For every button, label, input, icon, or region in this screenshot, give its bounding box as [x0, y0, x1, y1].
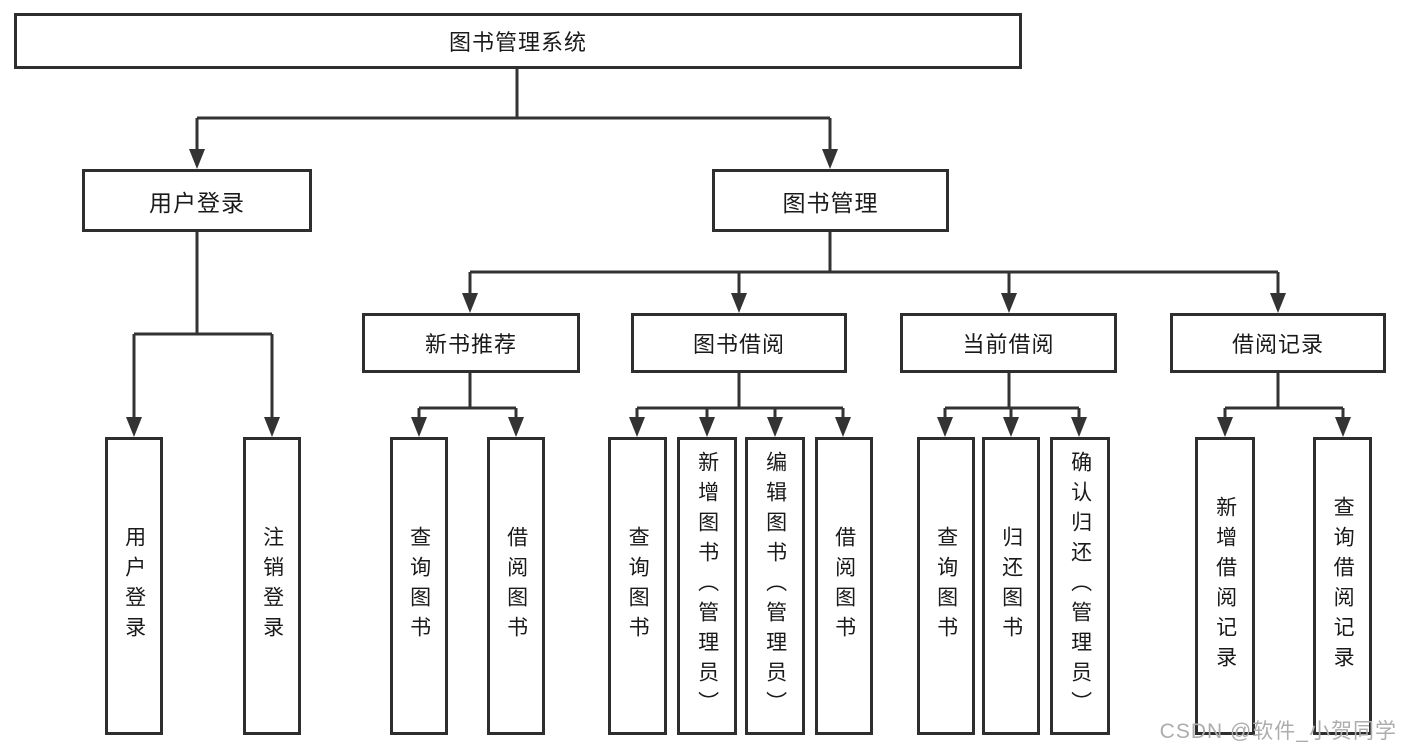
node-leaf-query-borrow-record: 查询借阅记录 — [1313, 437, 1372, 735]
node-label: 借阅图书 — [832, 526, 856, 646]
node-label: 借阅图书 — [504, 526, 528, 646]
node-root: 图书管理系统 — [14, 13, 1022, 69]
node-leaf-query-books-recommend: 查询图书 — [390, 437, 448, 735]
node-book-borrowing: 图书借阅 — [631, 313, 847, 373]
node-leaf-borrow-books-recommend: 借阅图书 — [487, 437, 545, 735]
node-current-borrowing: 当前借阅 — [900, 313, 1117, 373]
node-leaf-query-books-borrow: 查询图书 — [608, 437, 667, 735]
node-label: 用户登录 — [122, 526, 146, 646]
node-leaf-borrow-books: 借阅图书 — [815, 437, 873, 735]
node-label: 新书推荐 — [424, 332, 517, 357]
node-leaf-edit-books-admin: 编辑图书（管理员） — [745, 437, 805, 735]
node-label: 查询图书 — [934, 526, 958, 646]
node-leaf-return-books: 归还图书 — [982, 437, 1040, 735]
node-book-management: 图书管理 — [712, 169, 949, 232]
node-leaf-confirm-return-admin: 确认归还（管理员） — [1050, 437, 1110, 735]
node-leaf-user-login: 用户登录 — [105, 437, 163, 735]
node-label: 查询图书 — [626, 526, 650, 646]
node-user-login: 用户登录 — [82, 169, 312, 232]
node-label: 新增图书（管理员） — [695, 451, 719, 721]
node-leaf-query-books-current: 查询图书 — [917, 437, 975, 735]
node-borrowing-records: 借阅记录 — [1170, 313, 1386, 373]
node-label: 归还图书 — [999, 526, 1023, 646]
node-label: 图书管理 — [782, 189, 879, 216]
node-label: 图书借阅 — [692, 332, 785, 357]
arrowheads — [126, 149, 1351, 437]
node-leaf-add-borrow-record: 新增借阅记录 — [1195, 437, 1255, 735]
node-label: 确认归还（管理员） — [1068, 451, 1092, 721]
node-label: 图书管理系统 — [448, 30, 587, 55]
node-label: 新增借阅记录 — [1213, 496, 1237, 676]
node-label: 编辑图书（管理员） — [763, 451, 787, 721]
node-label: 查询借阅记录 — [1331, 496, 1355, 676]
node-new-book-recommend: 新书推荐 — [362, 313, 580, 373]
node-label: 当前借阅 — [962, 332, 1055, 357]
node-label: 注销登录 — [260, 526, 284, 646]
node-leaf-logout: 注销登录 — [243, 437, 301, 735]
node-label: 借阅记录 — [1231, 332, 1324, 357]
csdn-watermark: CSDN @软件_小贺同学 — [1159, 720, 1397, 743]
node-leaf-add-books-admin: 新增图书（管理员） — [677, 437, 737, 735]
node-label: 用户登录 — [149, 189, 245, 216]
node-label: 查询图书 — [407, 526, 431, 646]
